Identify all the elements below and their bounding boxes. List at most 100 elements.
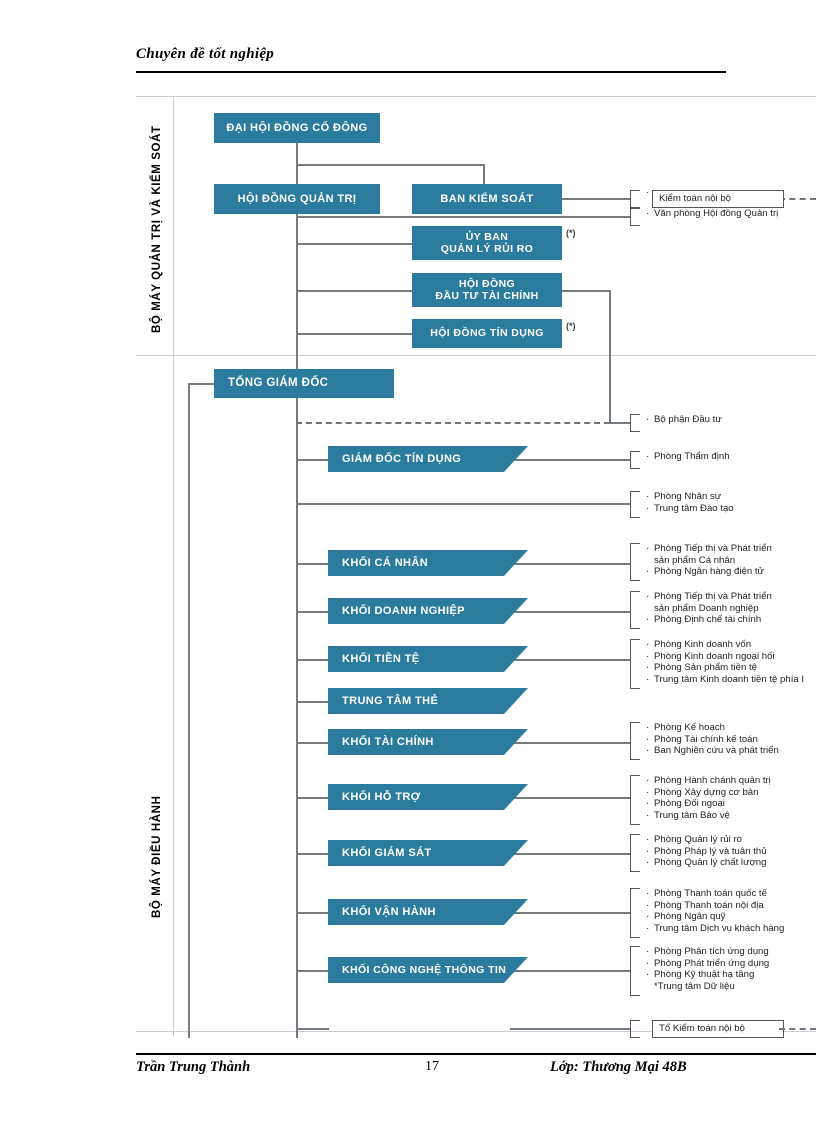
list-item-label: Phòng Hành chánh quản trị bbox=[654, 775, 771, 786]
connector bbox=[296, 333, 413, 335]
bullet: · bbox=[646, 899, 650, 911]
bullet: · bbox=[646, 888, 650, 899]
list-item: · Phòng Nhân sự bbox=[646, 491, 734, 503]
bullet: · bbox=[646, 733, 650, 745]
node-label: KHỐI DOANH NGHIỆP bbox=[342, 604, 465, 617]
list-item: · Phòng Kinh doanh ngoại hối bbox=[646, 651, 804, 663]
connector bbox=[296, 611, 329, 613]
connector bbox=[510, 611, 630, 613]
connector bbox=[296, 742, 329, 744]
node-label: BAN KIỂM SOÁT bbox=[440, 192, 534, 205]
bracket bbox=[630, 190, 640, 208]
dashed-connector-dautu bbox=[296, 422, 610, 424]
node-label: KHỐI TIỀN TỆ bbox=[342, 652, 420, 665]
guide-line-bottom bbox=[136, 1031, 816, 1032]
list-item: · Phòng Định chế tài chính bbox=[646, 614, 772, 626]
bullet: · bbox=[646, 809, 650, 821]
list-item: · Ban Nghiên cứu và phát triển bbox=[646, 745, 779, 757]
connector bbox=[188, 383, 216, 385]
node-giam-doc-tin-dung[interactable]: GIÁM ĐỐC TÍN DỤNG bbox=[328, 446, 528, 472]
list-item-label: Phòng Tài chính kế toán bbox=[654, 733, 758, 745]
node-hoi-dong-quan-tri[interactable]: HỘI ĐỒNG QUẢN TRỊ bbox=[214, 184, 380, 214]
node-dai-hoi-dong-co-dong[interactable]: ĐẠI HỘI ĐỒNG CỔ ĐÔNG bbox=[214, 113, 380, 143]
header-rule bbox=[136, 71, 726, 73]
node-label: GIÁM ĐỐC TÍN DỤNG bbox=[342, 452, 462, 465]
list-item: · Trung tâm Dịch vụ khách hàng bbox=[646, 923, 784, 935]
node-khoi-ho-tro[interactable]: KHỐI HỖ TRỢ bbox=[328, 784, 528, 810]
connector bbox=[296, 853, 329, 855]
node-hoi-dong-tin-dung[interactable]: HỘI ĐỒNG TÍN DỤNG bbox=[412, 319, 562, 348]
bullet: · bbox=[646, 946, 650, 957]
node-trung-tam-the[interactable]: TRUNG TÂM THẺ bbox=[328, 688, 528, 714]
bracket bbox=[630, 208, 640, 226]
boxed-item-kiem-toan-noi-bo[interactable]: Kiểm toán nội bộ bbox=[652, 190, 784, 208]
node-label: KHỐI GIÁM SÁT bbox=[342, 846, 432, 859]
bracket bbox=[630, 888, 640, 938]
org-chart: BỘ MÁY QUẢN TRỊ VÀ KIỂM SOÁT BỘ MÁY ĐIỀU… bbox=[0, 88, 816, 1038]
list-item-label: Trung tâm Dịch vụ khách hàng bbox=[654, 922, 785, 934]
list-item: · Phòng Sản phẩm tiền tệ bbox=[646, 662, 804, 674]
list-item-label: Phòng Định chế tài chính bbox=[654, 614, 762, 626]
list-item-label: Phòng Đối ngoại bbox=[654, 798, 725, 810]
bullet: · bbox=[646, 775, 650, 786]
connector bbox=[609, 290, 611, 423]
list-item-label: Phòng Tiếp thị và Phát triển bbox=[654, 543, 772, 554]
connector bbox=[296, 970, 329, 972]
connector bbox=[296, 164, 298, 185]
node-label: KHỐI TÀI CHÍNH bbox=[342, 735, 434, 748]
list-item-label: Trung tâm Kinh doanh tiền tệ phía I bbox=[654, 673, 805, 685]
list-item: · Trung tâm Kinh doanh tiền tệ phía I bbox=[646, 674, 804, 686]
bullet: · bbox=[646, 591, 650, 602]
header-title: Chuyên đề tốt nghiệp bbox=[136, 46, 275, 62]
list-item-label: Phòng Thanh toán nội địa bbox=[654, 899, 764, 911]
node-tong-giam-doc[interactable]: TỔNG GIÁM ĐỐC bbox=[214, 369, 394, 398]
guide-line-top bbox=[136, 96, 816, 97]
node-ban-kiem-soat[interactable]: BAN KIỂM SOÁT bbox=[412, 184, 562, 214]
connector bbox=[492, 459, 630, 461]
list-item: · Phòng Kế hoạch bbox=[646, 722, 779, 734]
node-khoi-tai-chinh[interactable]: KHỐI TÀI CHÍNH bbox=[328, 729, 528, 755]
guide-line-section-split bbox=[136, 355, 816, 356]
list-item-label: Bộ phận Đầu tư bbox=[654, 414, 722, 425]
list-item-label: Phòng Kinh doanh ngoại hối bbox=[654, 650, 775, 662]
connector bbox=[510, 659, 630, 661]
footnote-marker-ubqlrr: (*) bbox=[566, 228, 576, 238]
section-label-operations: BỘ MÁY ĐIỀU HÀNH bbox=[151, 795, 163, 918]
node-khoi-cong-nghe-thong-tin[interactable]: KHỐI CÔNG NGHỆ THÔNG TIN bbox=[328, 957, 528, 983]
bullet: · bbox=[646, 834, 650, 845]
list-item: · Phòng Tiếp thị và Phát triển bbox=[646, 543, 772, 555]
list-item-label: Phòng Quản lý chất lượng bbox=[654, 857, 767, 869]
page-number: 17 bbox=[425, 1059, 439, 1074]
bullet: · bbox=[646, 911, 650, 923]
connector bbox=[296, 659, 329, 661]
bracket bbox=[630, 722, 640, 760]
node-khoi-van-hanh[interactable]: KHỐI VẬN HÀNH bbox=[328, 899, 528, 925]
node-khoi-ca-nhan[interactable]: KHỐI CÁ NHÂN bbox=[328, 550, 528, 576]
node-khoi-doanh-nghiep[interactable]: KHỐI DOANH NGHIỆP bbox=[328, 598, 528, 624]
list-item: · Phòng Đối ngoại bbox=[646, 798, 771, 810]
bullet: · bbox=[646, 566, 650, 578]
node-khoi-giam-sat[interactable]: KHỐI GIÁM SÁT bbox=[328, 840, 528, 866]
connector bbox=[296, 290, 413, 292]
list-item: · Văn phòng Hội đồng Quản trị bbox=[646, 208, 778, 220]
list-item-label: Phòng Xây dựng cơ bản bbox=[654, 786, 759, 798]
list-item-label: Trung tâm Đào tạo bbox=[654, 502, 734, 514]
bullet: · bbox=[646, 798, 650, 810]
bullet: · bbox=[646, 957, 650, 969]
boxed-item-to-kiem-toan-noi-bo[interactable]: Tổ Kiểm toán nội bộ bbox=[652, 1020, 784, 1038]
list-item-label: *Trung tâm Dữ liệu bbox=[654, 980, 735, 992]
connector bbox=[510, 797, 630, 799]
list-item-label: Phòng Thanh toán quốc tế bbox=[654, 888, 767, 899]
list-item: · Trung tâm Đào tạo bbox=[646, 503, 734, 515]
node-label: KHỐI VẬN HÀNH bbox=[342, 905, 436, 918]
list-item: · Phòng Phát triển ứng dụng bbox=[646, 958, 769, 970]
dashed-connector-to-kiemtoan bbox=[779, 1028, 816, 1030]
node-khoi-tien-te[interactable]: KHỐI TIỀN TỆ bbox=[328, 646, 528, 672]
connector-left-rail bbox=[188, 383, 190, 1038]
section-label-governance: BỘ MÁY QUẢN TRỊ VÀ KIỂM SOÁT bbox=[151, 125, 163, 333]
list-item: · sản phẩm Cá nhân bbox=[646, 555, 772, 567]
